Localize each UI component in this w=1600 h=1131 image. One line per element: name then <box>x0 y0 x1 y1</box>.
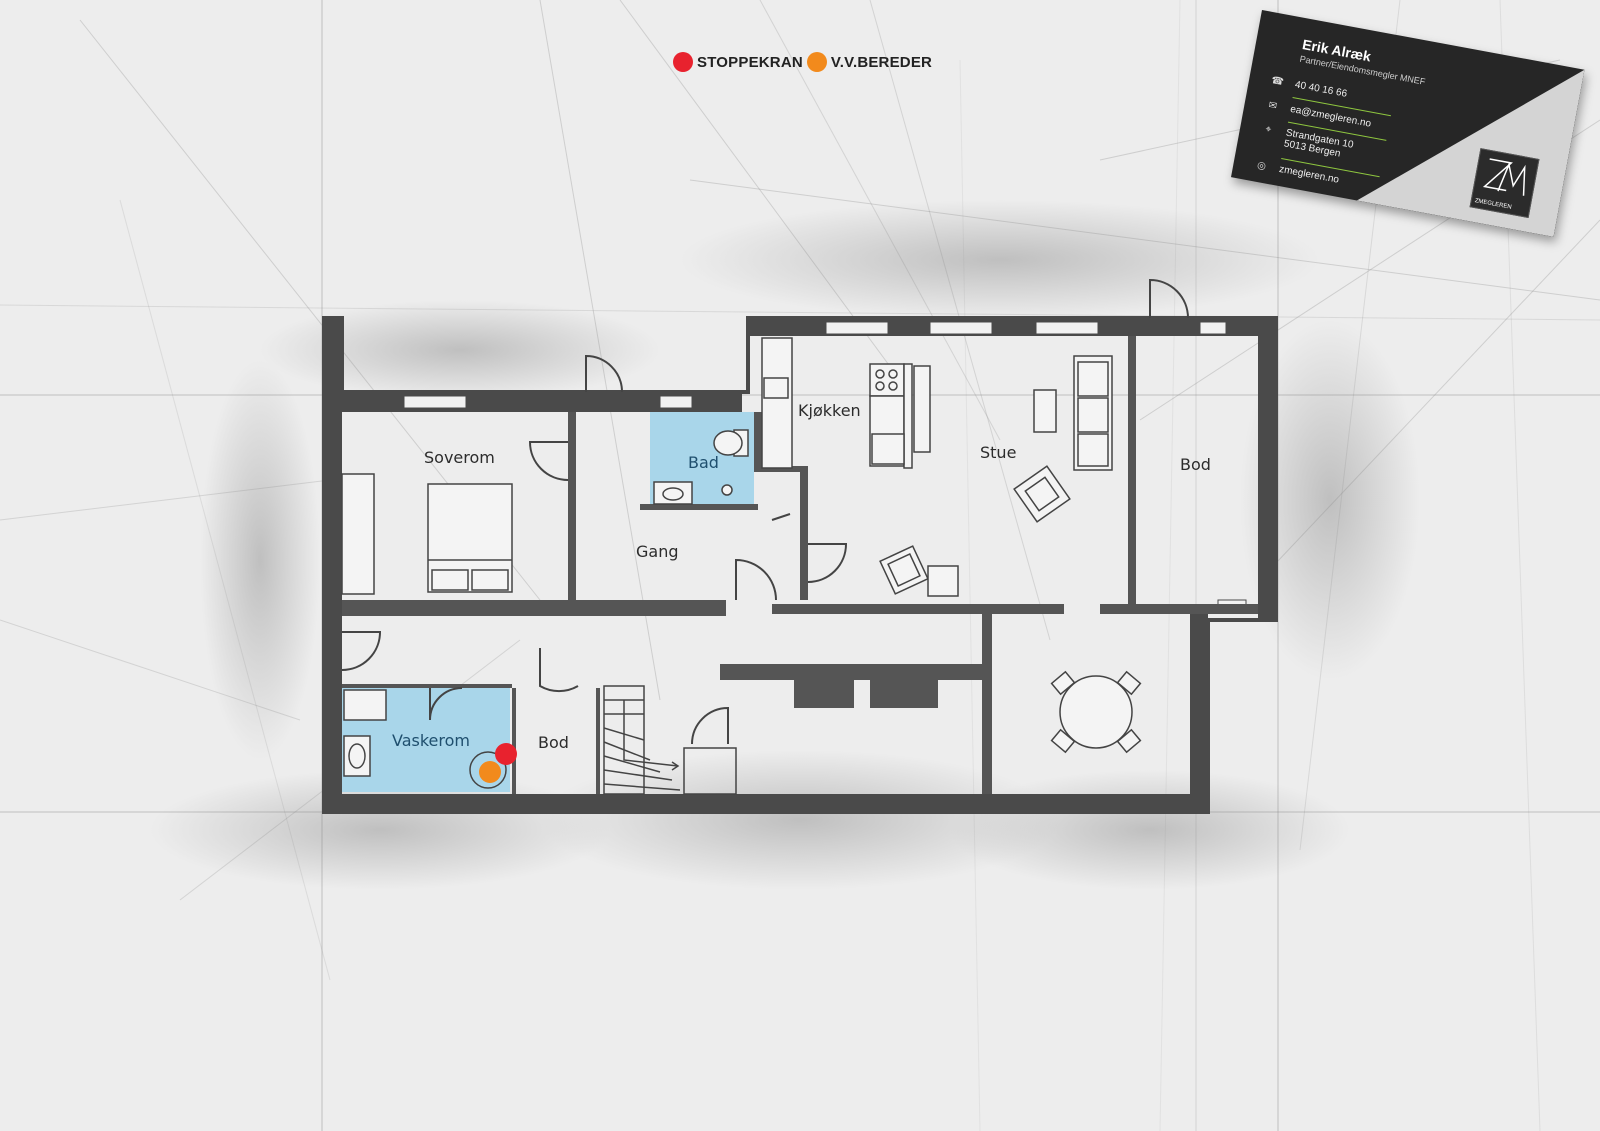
background-shading <box>150 200 1420 890</box>
legend-item-vv-bereder: V.V.BEREDER <box>806 52 933 72</box>
zmegleren-logo: ZMEGLEREN <box>1469 148 1540 219</box>
room-label-gang: Gang <box>636 542 679 561</box>
location-icon: ⌖ <box>1264 123 1273 136</box>
legend-item-stoppekran: STOPPEKRAN <box>673 52 803 72</box>
card-phone-row: ☎ 40 40 16 66 <box>1270 75 1348 100</box>
vv-bereder-marker <box>479 761 501 783</box>
room-label-kjokken: Kjøkken <box>798 401 861 420</box>
phone-icon: ☎ <box>1270 74 1285 89</box>
stoppekran-marker <box>495 743 517 765</box>
room-label-bad: Bad <box>688 453 719 472</box>
room-label-bod-lower: Bod <box>538 733 569 752</box>
card-address-row: ⌖ Strandgaten 10 5013 Bergen <box>1259 123 1355 161</box>
logo-text: ZMEGLEREN <box>1474 198 1513 211</box>
card-phone: 40 40 16 66 <box>1293 79 1348 100</box>
business-card: Erik Alræk Partner/Eiendomsmegler MNEF ☎… <box>1231 10 1585 237</box>
doors <box>341 278 1189 745</box>
zm-logo-icon <box>1482 158 1526 196</box>
vv-bereder-dot-icon <box>806 52 827 72</box>
room-label-bod-right: Bod <box>1180 455 1211 474</box>
mail-icon: ✉ <box>1267 99 1278 113</box>
legend: STOPPEKRAN V.V.BEREDER <box>673 52 932 72</box>
room-label-vaskerom: Vaskerom <box>392 731 470 750</box>
interior-walls <box>342 336 1258 794</box>
stoppekran-dot-icon <box>673 52 693 72</box>
stairs <box>603 685 737 795</box>
legend-label-stoppekran: STOPPEKRAN <box>697 53 803 71</box>
furniture <box>341 337 1142 789</box>
card-email-row: ✉ ea@zmegleren.no <box>1266 100 1372 130</box>
legend-label-vv-bereder: V.V.BEREDER <box>830 53 933 71</box>
windows <box>403 321 1247 613</box>
card-email: ea@zmegleren.no <box>1289 103 1372 130</box>
card-web-row: ◎ zmegleren.no <box>1255 160 1340 186</box>
room-label-stue: Stue <box>980 443 1016 462</box>
room-label-soverom: Soverom <box>424 448 495 467</box>
globe-icon: ◎ <box>1256 159 1267 173</box>
